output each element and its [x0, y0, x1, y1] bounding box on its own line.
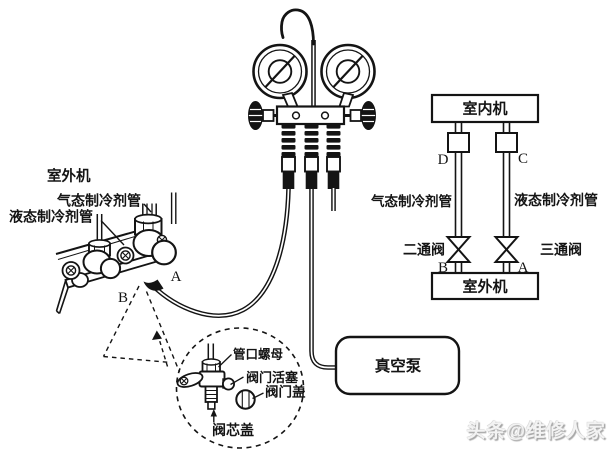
- coupler-c: [495, 132, 518, 153]
- schematic-gas-pipe-label: 气态制冷剂管: [370, 193, 452, 209]
- valve-piston-part: [221, 377, 235, 391]
- gas-pipe-leader: [143, 203, 152, 213]
- manifold-port: [320, 111, 330, 120]
- valve-cap-label: 阀门盖: [265, 384, 306, 400]
- gauge-stem: [281, 91, 299, 108]
- gauge-needle: [332, 55, 364, 88]
- low-pressure-gauge: [252, 43, 308, 100]
- pipe-nut-leader: [218, 354, 232, 368]
- schematic-liquid-pipe-label: 液态制冷剂管: [514, 192, 598, 208]
- right-hand-wheel: [344, 100, 377, 130]
- hose-connector-left: [281, 124, 296, 189]
- two-way-valve-label: 二通阀: [403, 242, 445, 258]
- three-way-valve-symbol: [493, 236, 520, 263]
- valve-piston-label: 阀门活塞: [246, 370, 299, 385]
- hose-to-vacuum-pump: [309, 189, 337, 370]
- valve-detail-callout: 管口螺母 阀门活塞 阀门盖 阀芯盖: [175, 327, 306, 449]
- gas-service-valve: [132, 192, 177, 291]
- valve-core-cap-label: 阀芯盖: [212, 422, 254, 438]
- port-b-letter: B: [118, 290, 128, 306]
- flange-bolt: [61, 261, 81, 280]
- gauge-stem: [338, 91, 355, 108]
- manifold-body: [275, 105, 346, 126]
- magnifier-leader-lines: [102, 285, 181, 373]
- high-pressure-gauge: [320, 43, 376, 100]
- lever-bolt: [179, 376, 189, 386]
- valve-cap-part: [235, 389, 256, 410]
- hanger-hook-icon: [280, 8, 316, 107]
- flange-bolt: [116, 246, 135, 265]
- schematic-port-b-letter: B: [438, 260, 448, 276]
- gauge-manifold: [150, 8, 377, 370]
- piston-leader: [230, 376, 244, 386]
- core-cap-arrowhead: [210, 409, 217, 417]
- liquid-service-valve: [82, 214, 122, 280]
- liquid-pipe-leader: [100, 220, 125, 246]
- hose-to-valve-a: [150, 188, 291, 318]
- vacuum-pump-label: 真空泵: [375, 356, 422, 375]
- indoor-unit-label: 室内机: [462, 100, 507, 118]
- two-way-valve-symbol: [445, 236, 472, 263]
- liquid-pipe-label: 液态制冷剂管: [9, 209, 93, 225]
- valve-core-stem: [207, 401, 216, 410]
- indoor-unit-box: [430, 93, 540, 124]
- outdoor-unit-title: 室外机: [47, 167, 91, 185]
- vacuum-pump-box: 真空泵: [334, 335, 461, 396]
- left-hand-wheel: [247, 100, 277, 130]
- detail-circle: [175, 327, 305, 449]
- callout-arrowhead: [152, 330, 162, 340]
- cap-leader: [252, 392, 264, 400]
- hose-connector-right: [326, 124, 341, 189]
- gas-pipe-label: 气态制冷剂管: [56, 193, 141, 209]
- hose-union-wedge: [143, 279, 164, 291]
- gauge-needle: [264, 55, 296, 88]
- service-valve-detail: [176, 343, 256, 410]
- outdoor-unit-box: [430, 271, 540, 301]
- outdoor-unit-assembly: 室外机 气态制冷剂管 液态制冷剂管 B A: [9, 167, 182, 315]
- three-way-valve-label: 三通阀: [540, 242, 582, 258]
- piping-schematic: 室内机 室外机 D C 气态制冷剂管 液态制冷剂管 二通阀 三通阀 B A: [370, 93, 598, 301]
- port-d-letter: D: [438, 152, 449, 168]
- pipe-nut-label: 管口螺母: [233, 347, 284, 362]
- manifold-port: [291, 111, 301, 120]
- watermark: 头条@维修人家: [466, 421, 606, 442]
- schematic-port-a-letter: A: [518, 260, 529, 276]
- coupler-d: [447, 132, 470, 153]
- outdoor-unit-label: 室外机: [462, 278, 507, 296]
- hose-connector-middle: [304, 124, 319, 189]
- port-c-letter: C: [518, 151, 528, 167]
- port-a-letter: A: [171, 269, 182, 285]
